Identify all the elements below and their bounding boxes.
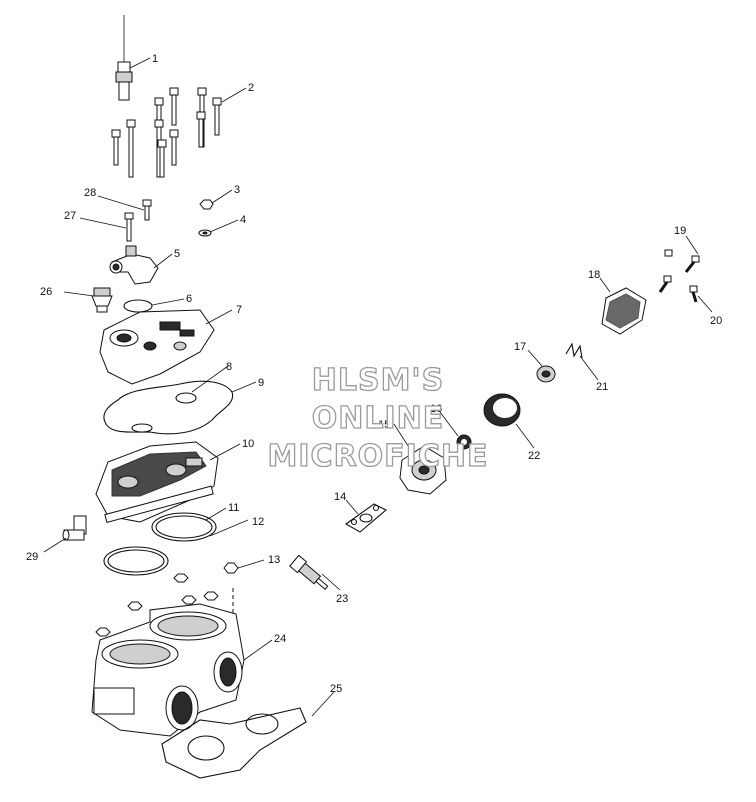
cylinder-nuts [95, 573, 219, 637]
part-18-pump-cover [601, 287, 647, 335]
callout-18: 18 [588, 269, 600, 281]
callout-17: 17 [514, 341, 526, 353]
part-16-seal [456, 434, 472, 450]
callout-19: 19 [674, 225, 686, 237]
callout-6: 6 [186, 293, 192, 305]
callout-14: 14 [334, 491, 346, 503]
leader-lines [43, 57, 713, 717]
callout-22: 22 [528, 450, 540, 462]
callout-11: 11 [228, 502, 239, 514]
part-4-washer [198, 229, 212, 237]
part-26-thermostat [91, 287, 113, 313]
part-20-bolt [689, 285, 698, 303]
callout-7: 7 [236, 304, 242, 316]
part-24-cylinder-block [91, 603, 245, 737]
callout-26: 26 [40, 286, 52, 298]
watermark: HLSM'S ONLINE MICROFICHE [267, 362, 489, 474]
callout-2: 2 [248, 82, 254, 94]
callout-16: 16 [430, 403, 442, 415]
callout-3: 3 [234, 184, 240, 196]
part-10-cylinder-head [95, 441, 219, 523]
part-9-head-gasket [103, 380, 234, 435]
callout-27: 27 [64, 210, 76, 222]
watermark-line-1: HLSM'S [312, 363, 444, 398]
part-27-bolt [124, 212, 134, 242]
part-14-pump-gasket [344, 503, 387, 533]
part-28-bolt [142, 199, 152, 221]
callout-13: 13 [268, 554, 280, 566]
callout-4: 4 [240, 214, 246, 226]
part-25-exhaust-gasket [161, 707, 307, 779]
callout-9: 9 [258, 377, 264, 389]
callout-labels: 1 2 3 4 5 6 7 8 9 10 11 12 13 14 15 16 1… [26, 53, 722, 695]
part-5-water-outlet [109, 245, 159, 285]
part-11-gasket [151, 512, 217, 542]
callout-24: 24 [274, 633, 286, 645]
callout-8: 8 [226, 361, 232, 373]
part-2-bolts [111, 87, 222, 178]
callout-12: 12 [252, 516, 264, 528]
part-7-head-cover [99, 309, 215, 385]
callout-29: 29 [26, 551, 38, 563]
part-8-o-ring [175, 392, 197, 404]
part-13-nut [223, 562, 239, 616]
callout-25: 25 [330, 683, 342, 695]
part-15-pump-housing [399, 445, 447, 495]
callout-1: 1 [152, 53, 158, 65]
part-21-spring [565, 342, 583, 359]
watermark-line-2: ONLINE [312, 401, 445, 436]
callout-20: 20 [710, 315, 722, 327]
part-19-bolts [658, 249, 700, 293]
part-6-o-ring [123, 299, 153, 313]
watermark-line-3: MICROFICHE [268, 439, 489, 474]
part-1-temperature-sensor [115, 15, 133, 101]
callout-23: 23 [336, 593, 348, 605]
callout-21: 21 [596, 381, 608, 393]
part-29-fitting [62, 515, 87, 541]
part-3-nut [199, 199, 214, 210]
part-12-gasket [103, 546, 169, 576]
part-23-spark-plug [289, 554, 329, 590]
part-22-gasket [483, 393, 521, 427]
callout-5: 5 [174, 248, 180, 260]
callout-15: 15 [378, 419, 390, 431]
part-17-impeller [536, 365, 556, 383]
callout-28: 28 [84, 187, 96, 199]
callout-10: 10 [242, 438, 254, 450]
